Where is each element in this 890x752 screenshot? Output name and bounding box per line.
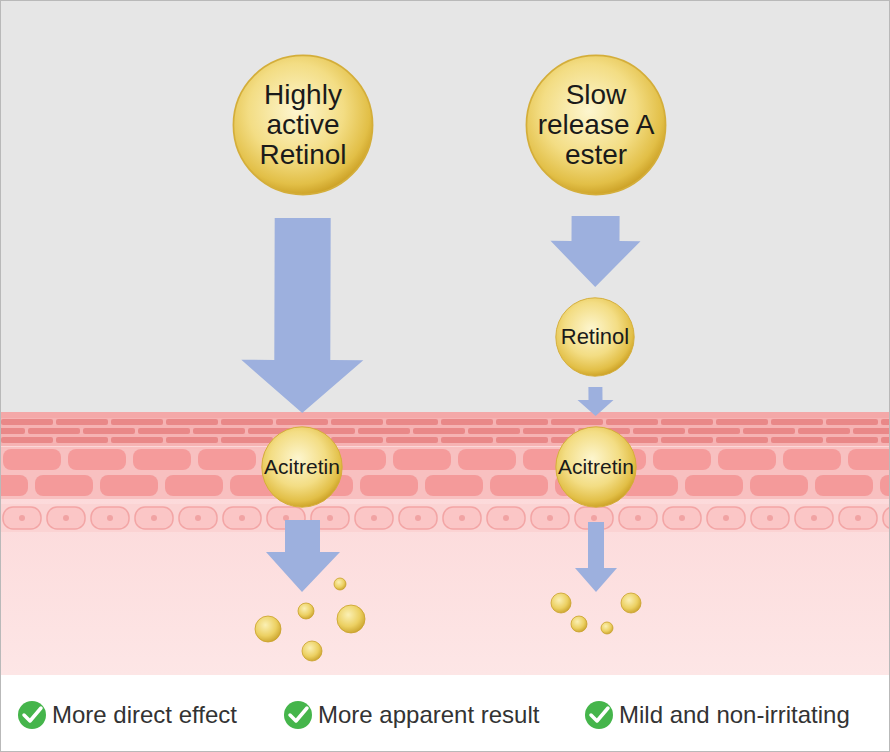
check-icon bbox=[585, 701, 613, 729]
node-label: Retinol bbox=[556, 325, 634, 349]
flow-arrow bbox=[551, 216, 641, 287]
retinoid-circle: Retinol bbox=[555, 297, 635, 377]
epidermis-cells bbox=[0, 473, 890, 499]
skin-surface bbox=[0, 412, 890, 418]
basal-cells bbox=[0, 504, 890, 532]
active-dots bbox=[255, 578, 641, 661]
benefit-label: More apparent result bbox=[318, 703, 539, 727]
node-label: Highly active Retinol bbox=[244, 80, 362, 171]
benefit-label: Mild and non-irritating bbox=[619, 703, 850, 727]
benefit-label: More direct effect bbox=[52, 703, 237, 727]
stratum-corneum bbox=[0, 418, 890, 446]
circle-shape bbox=[556, 298, 634, 376]
release-arrow bbox=[575, 522, 617, 592]
retinoid-circle: Acitretin bbox=[261, 426, 343, 508]
circle-shape bbox=[233, 55, 372, 194]
flow-arrow bbox=[578, 387, 614, 416]
release-arrow bbox=[266, 520, 340, 592]
retinoid-circle: Highly active Retinol bbox=[232, 54, 374, 196]
node-label: Acitretin bbox=[261, 456, 343, 479]
node-label: Acitretin bbox=[555, 456, 637, 479]
background-area bbox=[0, 0, 890, 412]
node-label: Slow release A ester bbox=[537, 80, 655, 171]
flow-arrow bbox=[241, 218, 363, 413]
check-icon bbox=[284, 701, 312, 729]
epidermis-cells bbox=[0, 447, 890, 473]
retinoid-circle: Acitretin bbox=[555, 426, 637, 508]
check-icon bbox=[18, 701, 46, 729]
dermis-layer bbox=[0, 412, 890, 675]
footer-band bbox=[0, 675, 890, 752]
circle-shape bbox=[556, 427, 636, 507]
circle-shape bbox=[262, 427, 342, 507]
retinoid-circle: Slow release A ester bbox=[525, 54, 667, 196]
circle-shape bbox=[526, 55, 665, 194]
